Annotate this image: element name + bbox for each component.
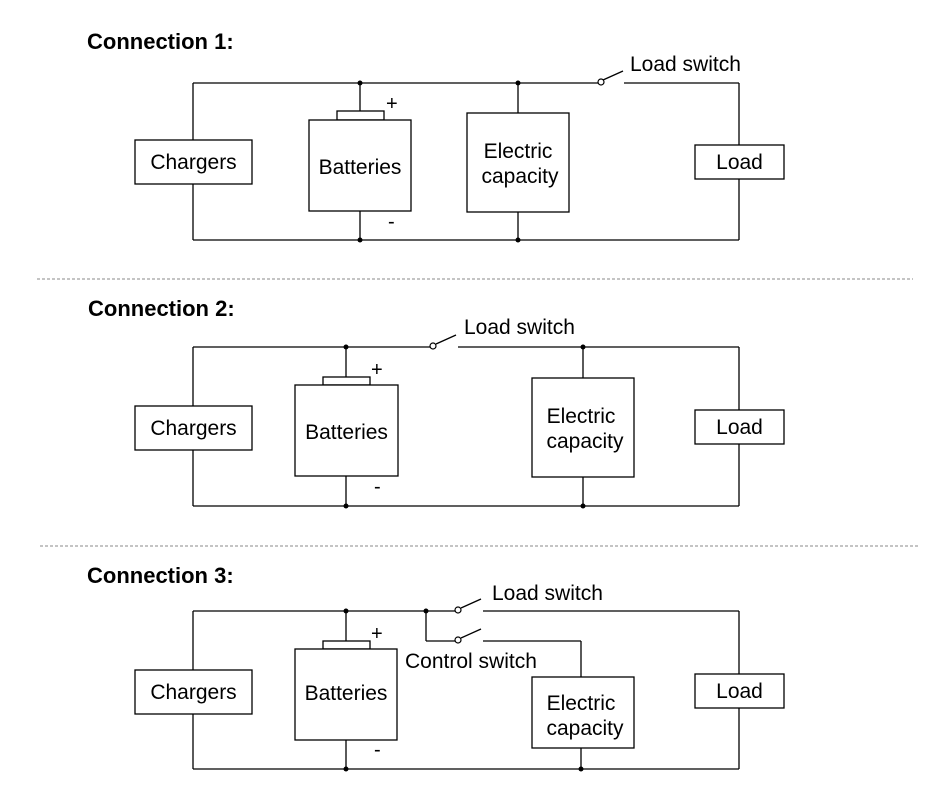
junction-node	[515, 237, 521, 243]
batteries-box	[308, 119, 412, 212]
battery-minus-sign: -	[374, 739, 381, 761]
load-switch-label: Load switch	[464, 316, 575, 339]
capacity-label-line1: Electric	[484, 140, 553, 163]
load-label: Load	[716, 151, 763, 174]
batteries-label: Batteries	[319, 156, 402, 179]
connection-1: Connection 1: Load switch	[87, 29, 785, 243]
load-label: Load	[716, 416, 763, 439]
connection-2: Connection 2: Load switch Chargers Batte…	[88, 296, 785, 509]
connection-3: Connection 3: Load	[87, 563, 785, 772]
load-box	[694, 144, 785, 180]
junction-node	[515, 80, 521, 86]
capacity-label-line2: capacity	[481, 165, 559, 188]
electric-capacity-box	[531, 676, 635, 749]
control-switch-contact	[454, 636, 462, 644]
chargers-box	[134, 405, 253, 451]
connection-3-wiring	[192, 598, 740, 770]
chargers-box	[134, 669, 253, 715]
junction-node	[343, 503, 349, 509]
batteries-label: Batteries	[305, 682, 388, 705]
battery-terminal	[322, 376, 371, 386]
connection-1-title: Connection 1:	[87, 29, 234, 54]
battery-minus-sign: -	[374, 476, 381, 498]
connection-2-title: Connection 2:	[88, 296, 235, 321]
battery-plus-sign: +	[386, 93, 398, 115]
junction-node	[343, 766, 349, 772]
battery-plus-sign: +	[371, 359, 383, 381]
connection-1-wiring	[192, 70, 740, 241]
batteries-label: Batteries	[305, 421, 388, 444]
load-box	[694, 673, 785, 709]
load-switch-contact	[429, 342, 437, 350]
junction-node	[343, 344, 349, 350]
load-switch-label: Load switch	[630, 53, 741, 76]
junction-node	[578, 766, 584, 772]
load-label: Load	[716, 680, 763, 703]
chargers-label: Chargers	[150, 681, 236, 704]
connection-2-wiring	[192, 334, 740, 507]
connection-3-title: Connection 3:	[87, 563, 234, 588]
junction-node	[357, 80, 363, 86]
control-switch-label: Control switch	[405, 650, 537, 673]
battery-minus-sign: -	[388, 211, 395, 233]
junction-node	[357, 237, 363, 243]
capacity-label-line1: Electric	[547, 405, 616, 428]
junction-node	[580, 503, 586, 509]
load-box	[694, 409, 785, 445]
capacity-label-line2: capacity	[546, 717, 624, 740]
junction-node	[343, 608, 349, 614]
battery-plus-sign: +	[371, 623, 383, 645]
battery-terminal	[322, 640, 371, 650]
electric-capacity-box	[531, 377, 635, 478]
junction-node	[423, 608, 429, 614]
junction-node	[580, 344, 586, 350]
load-switch-contact	[454, 606, 462, 614]
load-switch-contact	[597, 78, 605, 86]
batteries-box	[294, 648, 398, 741]
capacity-label-line1: Electric	[547, 692, 616, 715]
chargers-label: Chargers	[150, 151, 236, 174]
chargers-box	[134, 139, 253, 185]
capacity-label-line2: capacity	[546, 430, 624, 453]
chargers-label: Chargers	[150, 417, 236, 440]
battery-terminal	[336, 110, 385, 121]
load-switch-label: Load switch	[492, 582, 603, 605]
batteries-box	[294, 384, 399, 477]
electric-capacity-box	[466, 112, 570, 213]
